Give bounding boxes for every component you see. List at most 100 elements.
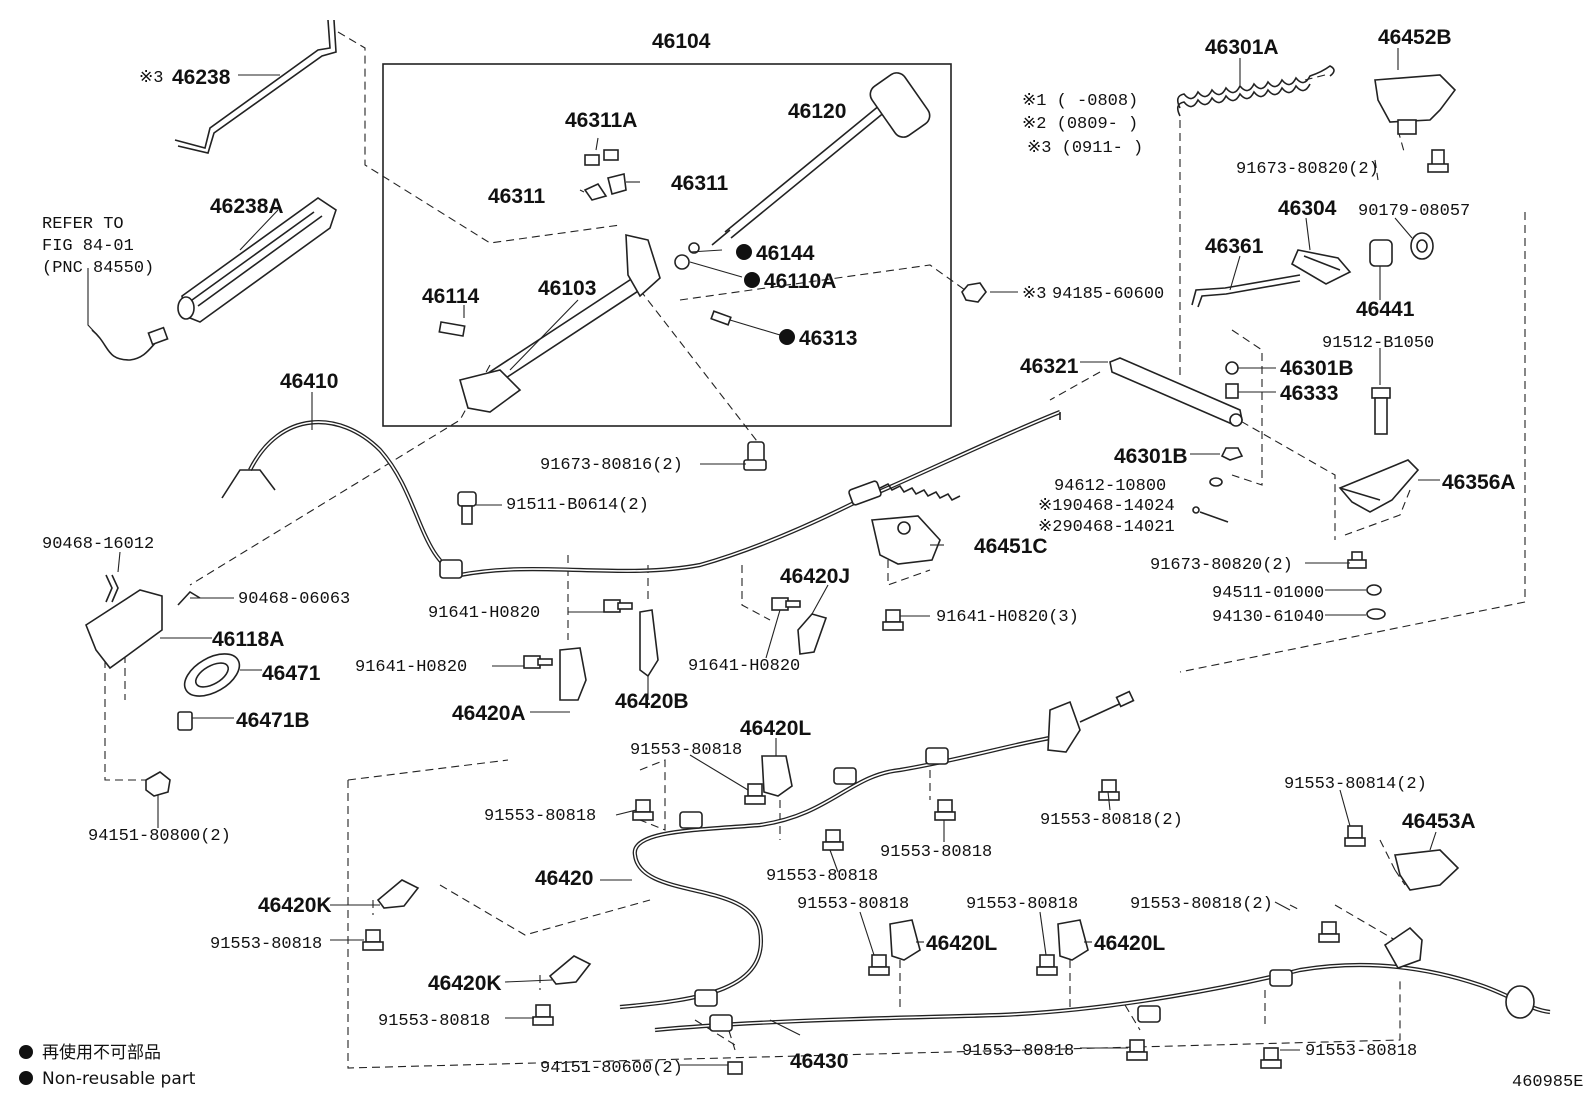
marker-46110A [744,272,760,288]
cover-46238A [177,197,337,323]
rod-46361 [1191,274,1301,308]
assembly-46104-frame [382,63,952,427]
clip-46420B [639,609,659,678]
note-1: ※1 ( -0808) [1022,92,1138,111]
label-91641-3: 91641-H0820(3) [936,608,1079,627]
label-90468-16012: 90468-16012 [42,535,154,554]
washer-46301B-top [1225,361,1239,375]
label-46333: 46333 [1280,382,1338,405]
pin-90468 [1192,506,1229,523]
leader-lines [117,48,1440,1066]
bracket-46451C [871,515,941,565]
label-46301B-top: 46301B [1280,357,1354,380]
label-94511: 94511-01000 [1212,584,1324,603]
label-46238A: 46238A [210,195,284,218]
label-46103: 46103 [538,277,596,300]
label-91511: 91511-B0614(2) [506,496,649,515]
clip-46420L-right [1057,919,1089,961]
bracket-46118A [85,589,201,670]
cable-46420 [619,690,1135,1010]
label-46110A: 46110A [764,270,836,293]
note-2: ※2 (0809- ) [1022,115,1138,134]
bolts-91553 [362,779,1366,1075]
label-94612: 94612-10800 [1054,477,1166,496]
pin-46114 [438,321,466,337]
label-91553-j: 91553-80818 [378,1012,490,1031]
label-290468: ※290468-14021 [1038,518,1175,537]
label-46313: 46313 [799,327,857,350]
label-46420B: 46420B [615,690,689,713]
bolt-46471B [177,711,193,731]
label-91553-f: 91553-80818 [210,935,322,954]
label-46420L-mid: 46420L [926,932,997,955]
label-46356A: 46356A [1442,471,1516,494]
pulley-46471 [183,653,241,697]
adjuster-46304 [1290,249,1352,285]
label-46420L-right: 46420L [1094,932,1165,955]
label-94130: 94130-61040 [1212,608,1324,627]
label-46420: 46420 [535,867,593,890]
label-91553-l: 91553-80818 [1305,1042,1417,1061]
marker-46313 [779,329,795,345]
switch-wire [87,268,169,361]
label-91553-d: 91553-80818 [880,843,992,862]
clip-46420L-mid [889,919,921,961]
bolt-91512 [1371,387,1391,435]
label-46144: 46144 [756,242,815,265]
label-46304: 46304 [1278,197,1337,220]
label-46311-left: 46311 [488,185,546,208]
refer-note: REFER TO FIG 84-01 (PNC 84550) [42,215,154,278]
label-46420K-bottom: 46420K [428,972,502,995]
clip-46420A [559,647,587,701]
label-46410: 46410 [280,370,338,393]
label-94185-mark: ※3 [1022,285,1046,304]
label-91553-c: 91553-80818 [766,867,878,886]
bolt-91673-80816 [743,441,767,471]
part-labels: 46104 ※3 46238 46238A 46311A 46120 46311… [42,26,1516,1078]
label-46452B: 46452B [1378,26,1452,49]
label-46420J: 46420J [780,565,850,588]
bolt-91641-c [771,597,801,611]
label-46420L-top: 46420L [740,717,811,740]
label-46104: 46104 [652,30,711,53]
legend: 再使用不可部品 Non-reusable part [42,1042,196,1089]
refer-line-3: (PNC 84550) [42,259,154,278]
label-46301B-mid: 46301B [1114,445,1188,468]
label-91553-b: 91553-80818 [484,807,596,826]
non-reusable-markers [19,244,795,1085]
legend-dot-en [19,1071,33,1085]
nut-94185 [961,282,987,303]
bolt-91673-80820-top [1427,149,1449,173]
label-94185: 94185-60600 [1052,285,1164,304]
label-91553-k: 91553-80818 [962,1042,1074,1061]
springs-46311A [584,137,619,166]
handle-46120 [711,72,931,246]
refer-line-1: REFER TO [42,215,124,234]
pawl-46311 [583,173,627,201]
label-90179: 90179-08057 [1358,202,1470,221]
marker-46144 [736,244,752,260]
label-46120: 46120 [788,100,846,123]
cable-46430 [654,962,1551,1033]
label-91553-g: 91553-80818 [797,895,909,914]
legend-dot-jp [19,1045,33,1059]
label-46420A: 46420A [452,702,526,725]
label-46451C: 46451C [974,535,1048,558]
label-46471: 46471 [262,662,321,685]
nut-90179 [1410,232,1434,260]
note-3: ※3 (0911- ) [1027,139,1143,158]
legend-jp: 再使用不可部品 [42,1042,161,1063]
label-91553-a: 91553-80818 [630,741,742,760]
label-46238: 46238 [172,66,231,89]
label-46301A: 46301A [1205,36,1279,59]
plate-46321 [1109,357,1243,427]
label-91673-80820-bottom: 91673-80820(2) [1150,556,1293,575]
rod-46238 [174,19,337,154]
cable-46410 [221,410,1061,579]
label-94151-80600: 94151-80600(2) [540,1059,683,1078]
bolt-91641-a [603,599,633,613]
washer-94612 [1209,477,1223,487]
label-91641-a: 91641-H0820 [428,604,540,623]
lever-46103 [459,233,700,413]
nut-94130 [1366,608,1386,620]
